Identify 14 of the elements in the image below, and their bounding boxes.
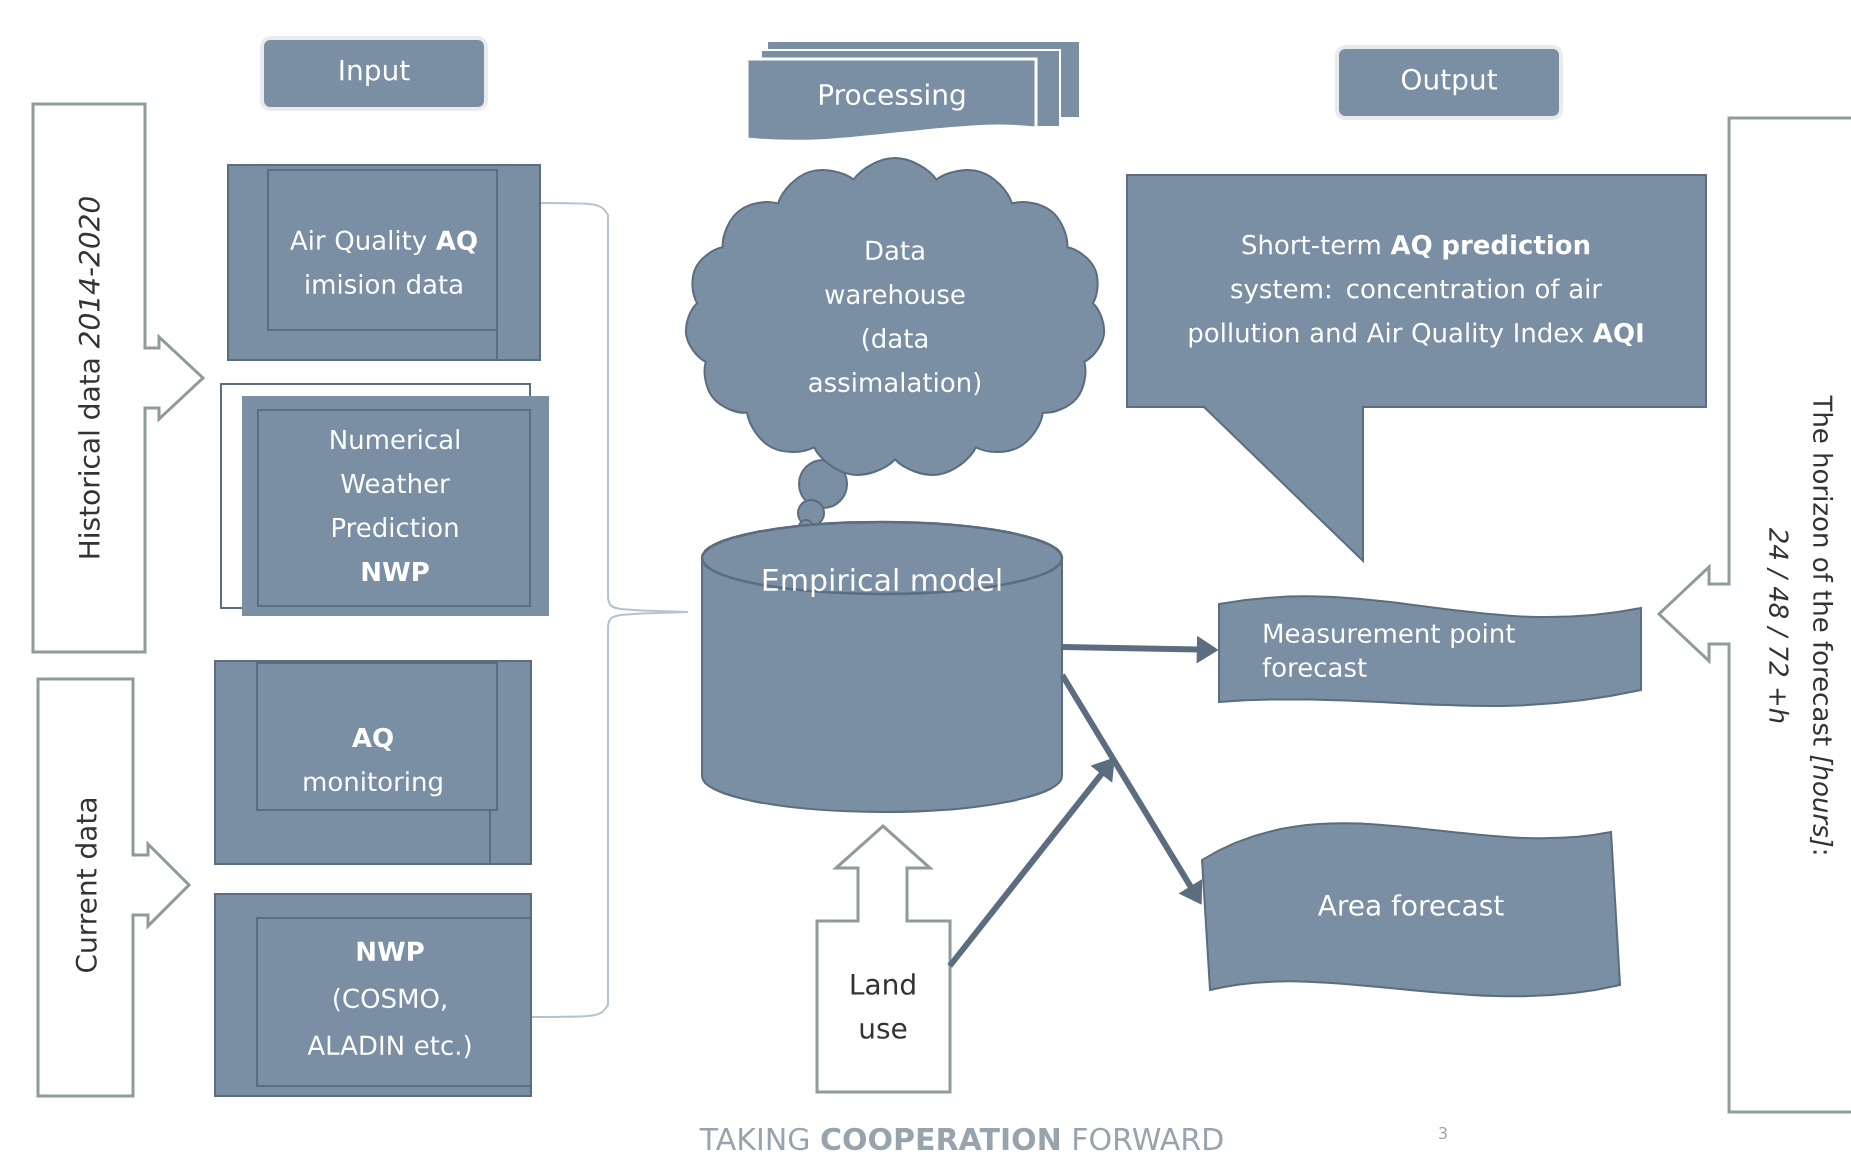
wave-banner: Measurement point forecast xyxy=(1218,595,1643,707)
input-box: Air Quality AQ imision data xyxy=(227,164,541,361)
cylinder: Empirical model xyxy=(700,520,1064,813)
page-number: 3 xyxy=(1439,1126,1447,1140)
cloud-with-bubbles: Data warehouse (data assimalation) xyxy=(684,157,1106,535)
speech-callout: Short-term AQ prediction system: concentration of air pollution and Air Quality Index AQI xyxy=(1126,174,1708,564)
input-box: NWP (COSMO, ALADIN etc.) xyxy=(214,893,532,1097)
header-box: Output xyxy=(1335,45,1563,120)
wave-banner: Area forecast xyxy=(1201,822,1621,998)
input-box: AQ monitoring xyxy=(214,660,532,865)
input-box: Numerical Weather Prediction NWP xyxy=(220,383,549,616)
footer-text: TAKING COOPERATION FORWARD xyxy=(699,1127,1223,1151)
header-box: Input xyxy=(260,36,488,111)
stacked-header-box: Processing xyxy=(745,40,1081,143)
